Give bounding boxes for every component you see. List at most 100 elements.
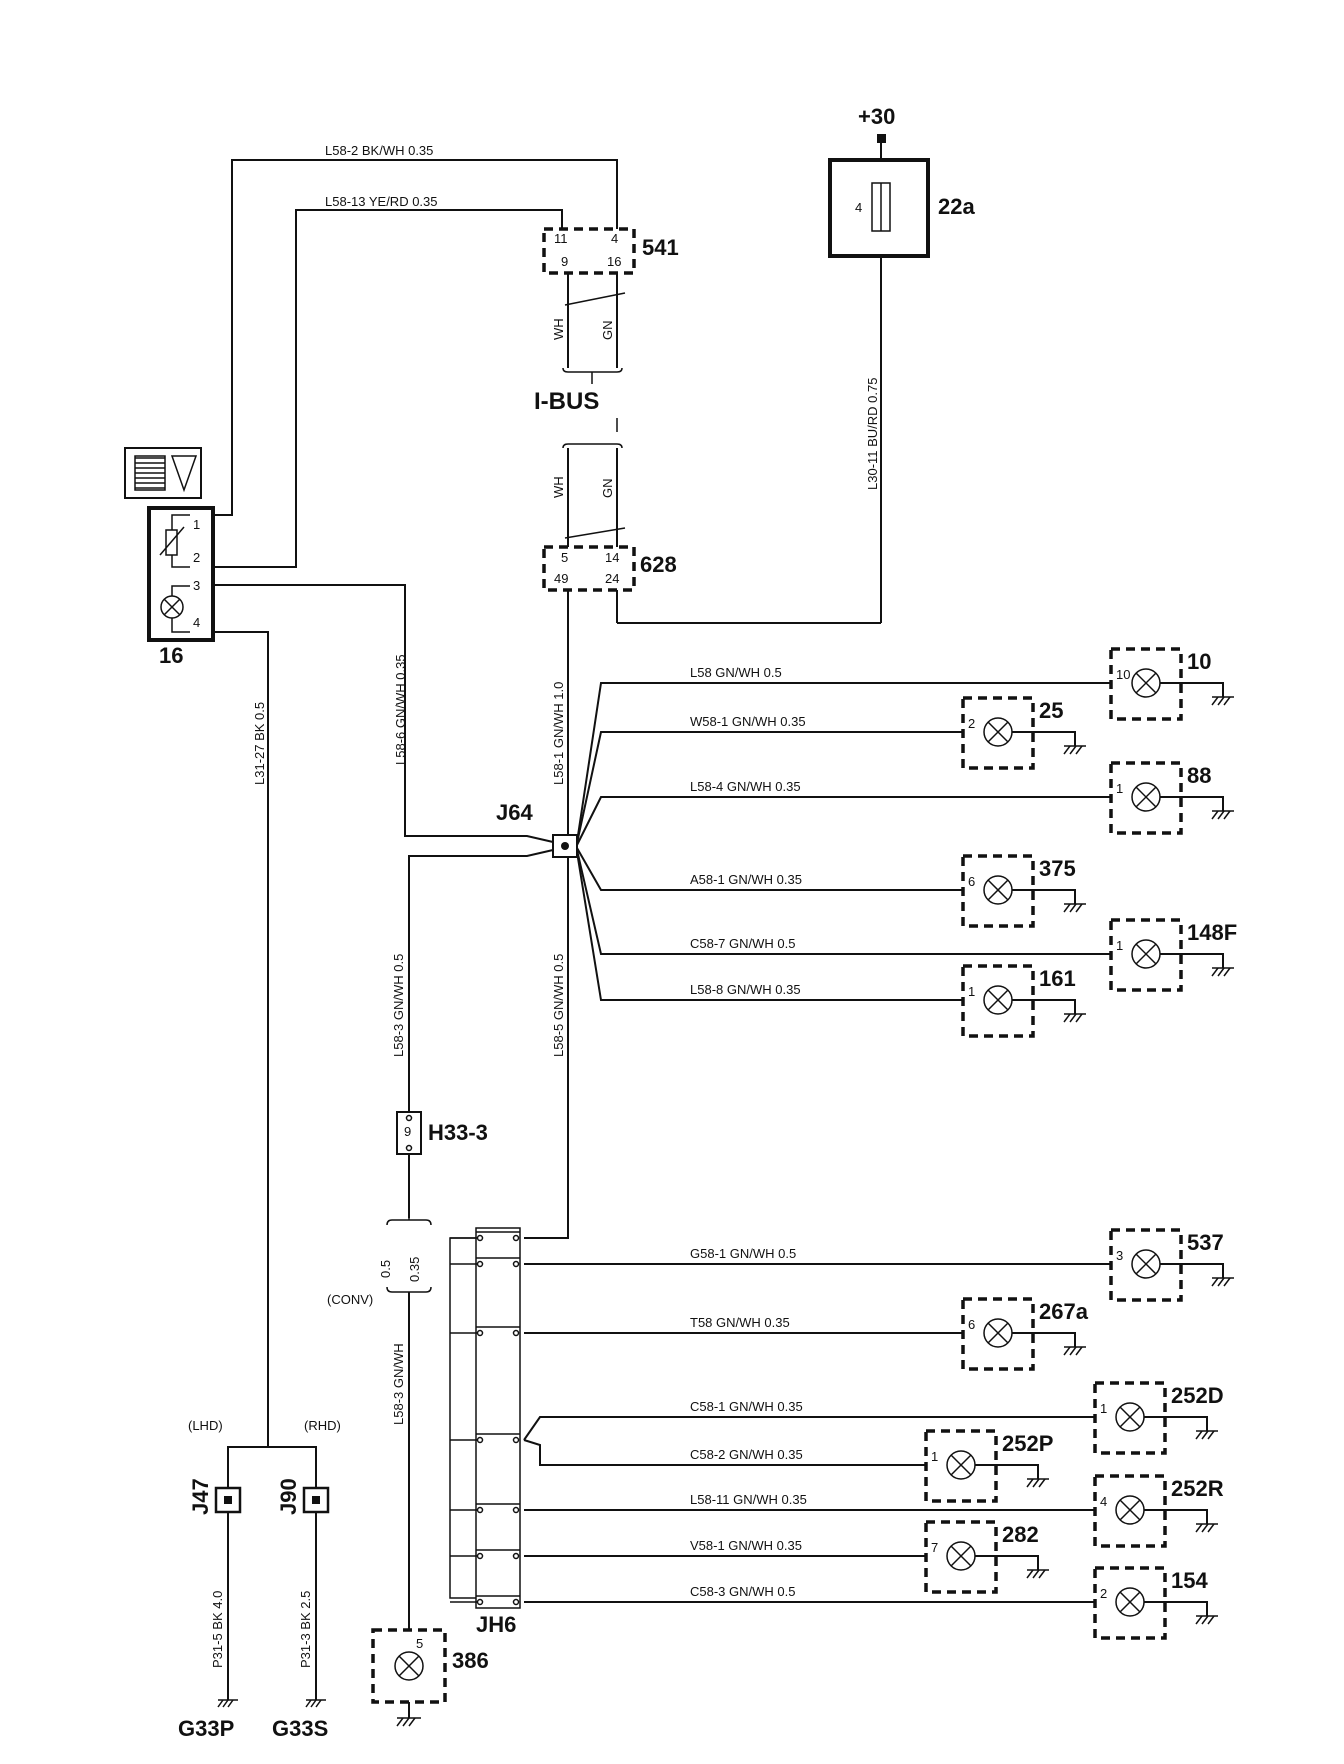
lamp-pin: 1: [1116, 781, 1123, 796]
lamp-pin: 1: [1100, 1401, 1107, 1416]
ground-icon: [1211, 967, 1234, 977]
variant-rhd: (RHD): [304, 1418, 341, 1433]
power-label: +30: [858, 104, 895, 129]
wire-label: C58-3 GN/WH 0.5: [690, 1584, 795, 1599]
wire-label-fuse: L30-11 BU/RD 0.75: [865, 378, 880, 491]
ground-icon: [1211, 1277, 1234, 1287]
pin-541-9: 9: [561, 254, 568, 269]
pin-16-4: 4: [193, 615, 200, 630]
pin-541-4: 4: [611, 231, 618, 246]
lamp-pin: 10: [1116, 667, 1130, 682]
connector-jh6-label: JH6: [476, 1612, 516, 1637]
fuse-id: 22a: [938, 194, 975, 219]
lamp-pin: 6: [968, 1317, 975, 1332]
ground-icon: [1195, 1615, 1218, 1625]
ibus-gn-bottom: GN: [600, 479, 615, 499]
lamp-label: 252D: [1171, 1383, 1224, 1408]
lamp-label: 282: [1002, 1522, 1039, 1547]
component-628-label: 628: [640, 552, 677, 577]
fuse-box-22a: [828, 158, 930, 258]
ground-icon: [1063, 1013, 1086, 1023]
connector-h33-3-label: H33-3: [428, 1120, 488, 1145]
wire-label: C58-2 GN/WH 0.35: [690, 1447, 803, 1462]
wire-label: L58-4 GN/WH 0.35: [690, 779, 801, 794]
component-541-label: 541: [642, 235, 679, 260]
pin-628-5: 5: [561, 550, 568, 565]
lamp-label: 88: [1187, 763, 1211, 788]
wire-label: L58-8 GN/WH 0.35: [690, 982, 801, 997]
wire-label: C58-7 GN/WH 0.5: [690, 936, 795, 951]
wire-label: L58-11 GN/WH 0.35: [690, 1492, 807, 1507]
connector-h33-3: [396, 1111, 422, 1155]
lamp-pin: 4: [1100, 1494, 1107, 1509]
fuse-pin: 4: [855, 200, 862, 215]
lamp-label: 25: [1039, 698, 1063, 723]
ground-icon: [1063, 1346, 1086, 1356]
connector-541: [542, 227, 636, 275]
wire-label-j64-628: L58-1 GN/WH 1.0: [551, 682, 566, 785]
connector-628: [542, 545, 636, 592]
lamp-icon: [1131, 782, 1161, 812]
wire-label-top1: L58-2 BK/WH 0.35: [325, 143, 433, 158]
wire-label: L58 GN/WH 0.5: [690, 665, 782, 680]
ibus-wh-bottom: WH: [551, 476, 566, 498]
wire-label: C58-1 GN/WH 0.35: [690, 1399, 803, 1414]
ground-icon: [1195, 1430, 1218, 1440]
variant-lhd: (LHD): [188, 1418, 223, 1433]
lamp-pin: 3: [1116, 1248, 1123, 1263]
lamp-label: 161: [1039, 966, 1076, 991]
lamp-label: 252P: [1002, 1431, 1053, 1456]
component-16: [147, 506, 215, 642]
lamp-pin: 1: [968, 984, 975, 999]
ground-icon: [1026, 1478, 1049, 1488]
lamp-pin: 1: [931, 1449, 938, 1464]
ibus-wh-top: WH: [551, 318, 566, 340]
lamp-label: 375: [1039, 856, 1076, 881]
ground-g33s-label: G33S: [272, 1716, 328, 1741]
lamp-label: 10: [1187, 649, 1211, 674]
ground-icon: [305, 1699, 326, 1708]
conv-value-a: 0.5: [378, 1260, 393, 1278]
ground-icon: [1195, 1523, 1218, 1533]
wire-label: W58-1 GN/WH 0.35: [690, 714, 806, 729]
wire-label-g33p: P31-5 BK 4.0: [210, 1591, 225, 1668]
wire-label: G58-1 GN/WH 0.5: [690, 1246, 796, 1261]
pin-541-16: 16: [607, 254, 621, 269]
lamp-icon: [1131, 939, 1161, 969]
connector-jh6: [449, 1227, 521, 1609]
ibus-label: I-BUS: [534, 388, 599, 415]
splice-j47-label: J47: [188, 1478, 213, 1515]
wire-label-16-gnd: L31-27 BK 0.5: [252, 702, 267, 785]
ground-icon: [1063, 903, 1086, 913]
lamp-icon: [946, 1541, 976, 1571]
power-terminal: [877, 134, 886, 143]
wire-label-top2: L58-13 YE/RD 0.35: [325, 194, 438, 209]
lamp-pin: 2: [968, 716, 975, 731]
pin-h33-3: 9: [404, 1124, 411, 1139]
wire-label: V58-1 GN/WH 0.35: [690, 1538, 802, 1553]
lamp-pin: 2: [1100, 1586, 1107, 1601]
lamp-icon: [1115, 1587, 1145, 1617]
pin-541-11: 11: [554, 231, 568, 246]
lamp-icon: [983, 717, 1013, 747]
lamp-label: 148F: [1187, 920, 1237, 945]
lamp-pin: 1: [1116, 938, 1123, 953]
ground-icon: [396, 1717, 421, 1727]
ground-icon: [1211, 810, 1234, 820]
ibus-gn-top: GN: [600, 321, 615, 341]
lamp-label: 154: [1171, 1568, 1208, 1593]
wire-label-jh6-j64: L58-5 GN/WH 0.5: [551, 954, 566, 1057]
lamp-icon: [983, 985, 1013, 1015]
splice-j64-label: J64: [496, 800, 533, 825]
wire-label: T58 GN/WH 0.35: [690, 1315, 790, 1330]
lamp-icon: [394, 1651, 424, 1681]
